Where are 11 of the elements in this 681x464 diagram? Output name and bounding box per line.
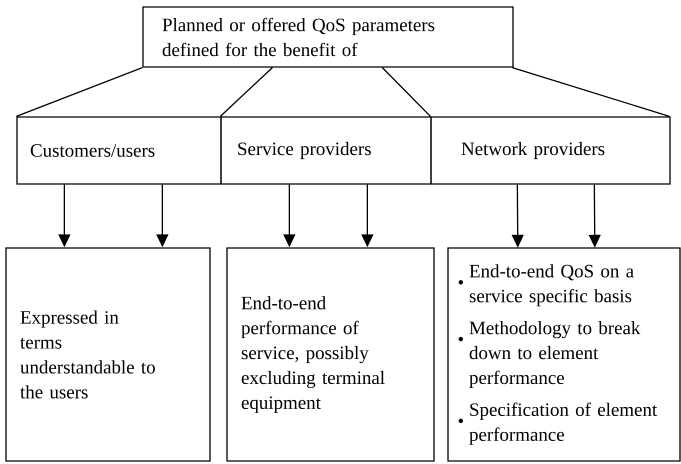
connector-line — [512, 67, 670, 117]
connector-line — [220, 67, 273, 117]
description-box: Expressed in terms understandable to the users — [5, 247, 211, 462]
connector-line — [382, 67, 431, 117]
category-box: Network providers — [430, 116, 671, 185]
category-box: Customers/users — [16, 116, 222, 185]
connector-line — [16, 67, 143, 117]
header-box: Planned or offered QoS parameters defined for the benefit of — [142, 6, 514, 68]
category-box: Service providers — [220, 116, 432, 185]
description-box: End-to-end performance of service, possibly excluding terminal equipment — [226, 247, 435, 462]
description-box: End-to-end QoS on a service specific basis Methodology to break down to element performance Specification of element performance — [447, 247, 681, 462]
